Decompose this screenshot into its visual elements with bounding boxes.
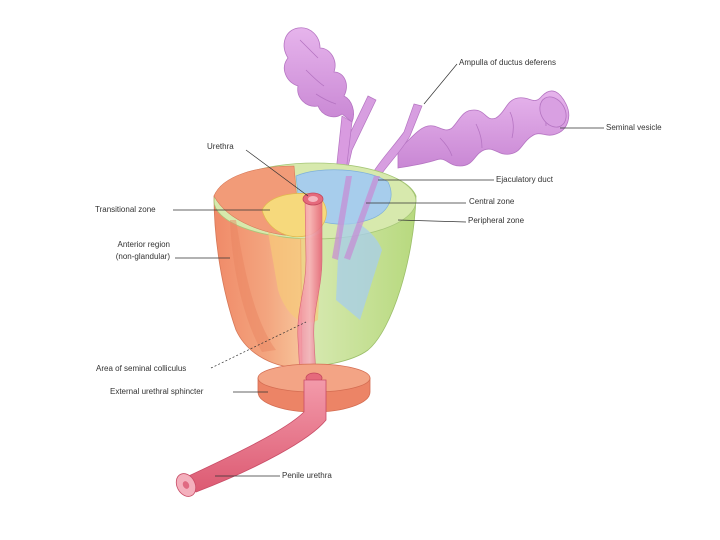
label-ampulla: Ampulla of ductus deferens <box>459 58 556 68</box>
label-transitional-zone: Transitional zone <box>95 205 156 215</box>
label-penile-urethra: Penile urethra <box>282 471 332 481</box>
label-anterior-region: Anterior region <box>90 240 170 250</box>
label-seminal-colliculus: Area of seminal colliculus <box>96 364 186 374</box>
label-ejaculatory-duct: Ejaculatory duct <box>496 175 553 185</box>
label-peripheral-zone: Peripheral zone <box>468 216 524 226</box>
seminal-vesicle-right <box>398 91 571 168</box>
label-central-zone: Central zone <box>469 197 514 207</box>
label-seminal-vesicle: Seminal vesicle <box>606 123 662 133</box>
label-external-sphincter: External urethral sphincter <box>110 387 203 397</box>
label-anterior-region-note: (non-glandular) <box>90 252 170 262</box>
seminal-vesicle-left <box>284 28 353 122</box>
prostate-body <box>214 163 416 376</box>
label-urethra: Urethra <box>207 142 234 152</box>
